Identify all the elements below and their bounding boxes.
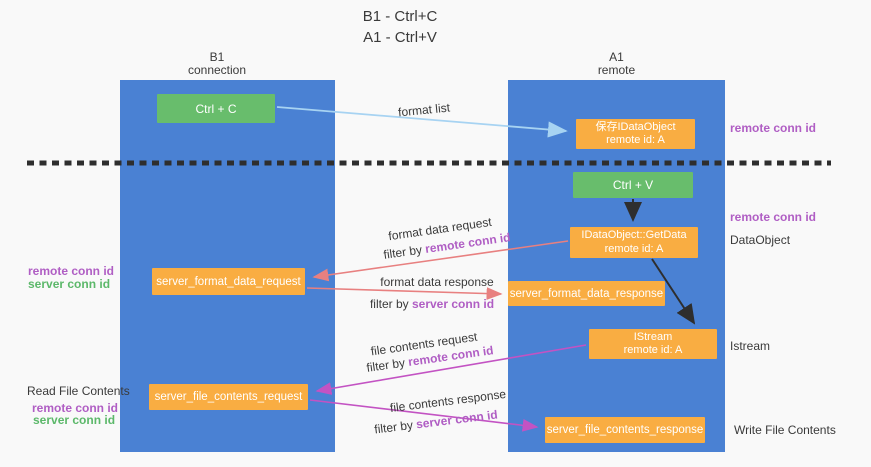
save-dataobject-line2: remote id: A (606, 134, 665, 146)
ctrl-v-label: Ctrl + V (612, 178, 654, 192)
server-conn-id-label-bottom-left: server conn id (33, 413, 116, 427)
format-list-label: format list (397, 100, 451, 120)
server-conn-id-highlight: server conn id (411, 297, 495, 311)
server-file-contents-request-label: server_file_contents_request (154, 391, 303, 403)
remote-conn-id-label-left: remote conn id (28, 264, 115, 278)
save-dataobject-line1: 保存IDataObject (595, 120, 676, 133)
title-line-2: A1 - Ctrl+V (363, 29, 437, 46)
column-b1-name: B1 (209, 50, 225, 64)
filter-by-text: filter by (382, 242, 427, 262)
remote-conn-id-label-mid-right: remote conn id (730, 210, 817, 224)
column-header-b1: B1 connection (120, 51, 314, 77)
title-line-1: B1 - Ctrl+C (362, 8, 438, 25)
column-a1-name: A1 (609, 50, 624, 64)
diagram-title: B1 - Ctrl+C A1 - Ctrl+V (250, 6, 550, 48)
filter-by-text: filter by (373, 417, 417, 437)
server-file-contents-request-box: server_file_contents_request (149, 384, 308, 410)
istream-side-label: Istream (730, 339, 771, 353)
server-format-data-request-box: server_format_data_request (152, 268, 305, 295)
read-file-contents-label: Read File Contents (27, 384, 130, 398)
column-b1-subtitle: connection (187, 63, 247, 77)
remote-conn-id-label-top-right: remote conn id (730, 121, 817, 135)
server-file-contents-response-box: server_file_contents_response (545, 417, 705, 443)
server-format-data-request-label: server_format_data_request (156, 275, 301, 288)
column-a1-subtitle: remote (597, 63, 636, 77)
ctrl-c-box: Ctrl + C (157, 94, 275, 123)
server-conn-id-label-left: server conn id (28, 277, 111, 291)
write-file-contents-label: Write File Contents (734, 423, 836, 437)
getdata-line1: IDataObject::GetData (581, 229, 687, 241)
istream-line1: IStream (633, 330, 673, 343)
istream-box: IStream remote id: A (589, 329, 717, 359)
getdata-line2: remote id: A (604, 242, 664, 255)
ctrl-v-box: Ctrl + V (573, 172, 693, 198)
server-file-contents-response-label: server_file_contents_response (546, 424, 704, 436)
ctrl-c-label: Ctrl + C (195, 101, 237, 116)
remote-conn-id-label-bottom-left: remote conn id (32, 401, 119, 415)
istream-line2: remote id: A (623, 344, 683, 356)
dataobject-label: DataObject (730, 233, 791, 247)
server-format-data-response-label: server_format_data_response (509, 287, 664, 300)
format-data-response-filter-label: filter by server conn id (370, 297, 494, 311)
server-format-data-response-box: server_format_data_response (508, 281, 665, 306)
idataobject-getdata-box: IDataObject::GetData remote id: A (570, 227, 698, 258)
server-conn-id-highlight: server conn id (415, 407, 499, 432)
column-header-a1: A1 remote (508, 51, 725, 77)
save-dataobject-box: 保存IDataObject remote id: A (576, 119, 695, 149)
filter-by-text: filter by (369, 297, 412, 311)
format-data-response-label: format data response (380, 275, 494, 289)
